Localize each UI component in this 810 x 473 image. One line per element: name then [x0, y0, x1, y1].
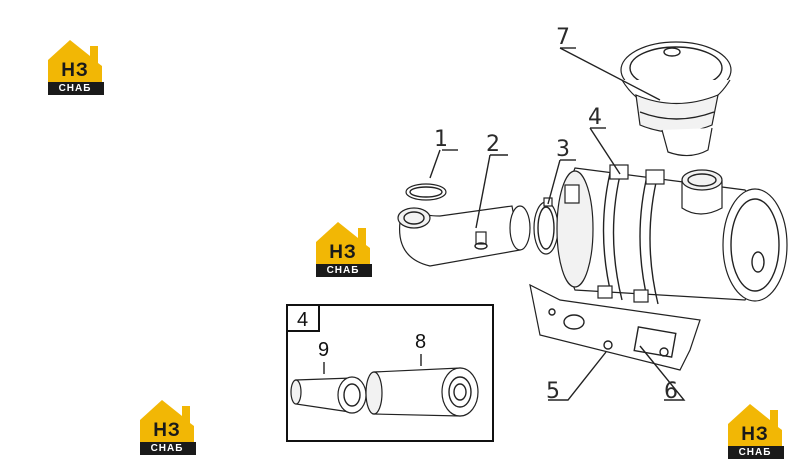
brand-logo: НЗ СНАБ	[312, 220, 374, 278]
brand-logo: НЗ СНАБ	[136, 398, 198, 456]
callout-4: 4	[588, 105, 602, 130]
logo-subtitle: СНАБ	[326, 265, 360, 276]
part-7-cap	[620, 41, 732, 157]
logo-subtitle: СНАБ	[738, 447, 772, 458]
part-4-straps	[597, 164, 665, 305]
logo-letters: НЗ	[741, 424, 769, 445]
house-icon	[140, 400, 196, 455]
logo-subtitle: СНАБ	[58, 83, 92, 94]
part-8-outer-filter	[365, 367, 479, 417]
brand-logo: НЗ СНАБ	[44, 38, 106, 96]
house-icon	[728, 404, 784, 459]
callout-3: 3	[556, 137, 570, 162]
part-9-inner-filter	[290, 376, 367, 414]
logo-subtitle: СНАБ	[150, 443, 184, 454]
logo-letters: НЗ	[153, 420, 181, 441]
inset-box: 4 9 8	[286, 304, 494, 442]
part-3-clamp	[533, 197, 559, 255]
callout-2: 2	[486, 132, 500, 157]
part-1-clamp	[405, 183, 447, 201]
filter-housing	[556, 167, 788, 302]
inset-title: 4	[297, 309, 308, 331]
brand-logo: НЗ СНАБ	[724, 402, 786, 460]
part-5-6-bracket	[529, 283, 701, 371]
callout-7: 7	[556, 25, 570, 50]
house-icon	[316, 222, 372, 277]
callout-6: 6	[664, 379, 678, 404]
logo-letters: НЗ	[329, 242, 357, 263]
house-icon	[48, 40, 104, 95]
leader-lines	[429, 47, 686, 401]
inset-label-8: 8	[415, 331, 426, 353]
inset-label-9: 9	[318, 339, 329, 361]
logo-letters: НЗ	[61, 60, 89, 81]
callout-5: 5	[546, 379, 560, 404]
callout-1: 1	[434, 127, 448, 152]
part-2-hose	[397, 205, 531, 267]
